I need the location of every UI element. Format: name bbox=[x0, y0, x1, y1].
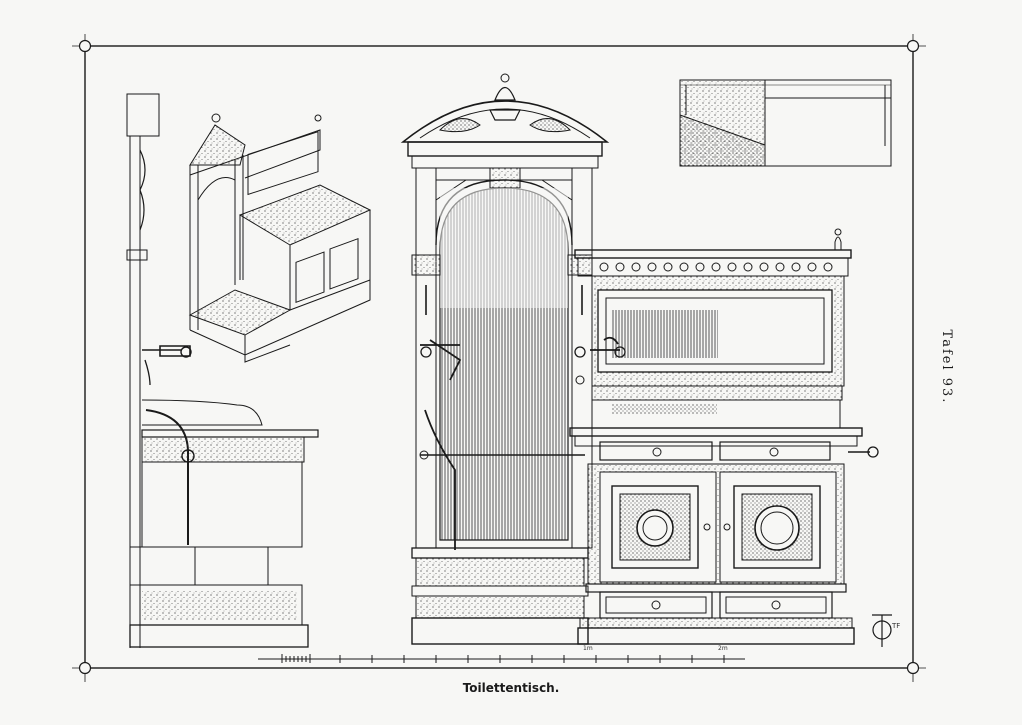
monogram-text: TF bbox=[892, 622, 901, 630]
isometric-view bbox=[188, 113, 372, 363]
monogram-mark bbox=[872, 614, 892, 647]
plate-frame bbox=[72, 34, 926, 682]
scale-bar bbox=[258, 654, 745, 663]
scale-unit-1: 1m bbox=[583, 645, 593, 652]
detail-inset bbox=[679, 79, 892, 167]
front-elevation-mirror-cabinet bbox=[400, 73, 610, 645]
plate-caption: Toilettentisch. bbox=[462, 681, 560, 695]
front-elevation-dressing-table bbox=[569, 228, 879, 645]
plate-number-label: Tafel 93. bbox=[939, 329, 954, 405]
scale-unit-2: 2m bbox=[718, 645, 728, 652]
side-section-view bbox=[126, 93, 319, 648]
balustrade bbox=[599, 262, 833, 272]
